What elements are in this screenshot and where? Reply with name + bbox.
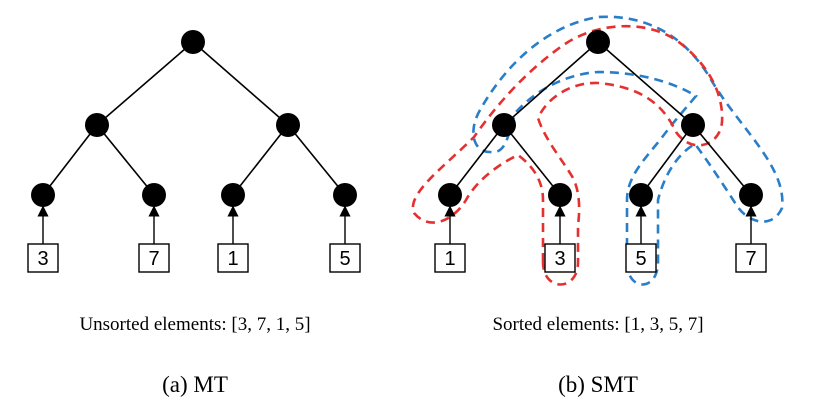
caption-a: Unsorted elements: [3, 7, 1, 5] — [79, 314, 310, 335]
node-b-leaf-4 — [739, 183, 763, 207]
element-box-b-4 — [735, 243, 767, 273]
edge-b-right-leaf4 — [692, 124, 752, 196]
edge-a-left-leaf2 — [96, 124, 155, 196]
edge-b-left-leaf2 — [503, 124, 561, 196]
node-b-leaf-3 — [629, 183, 653, 207]
element-box-b-2 — [544, 243, 576, 273]
element-label-b-1: 1 — [444, 248, 455, 270]
edge-b-right-leaf3 — [640, 124, 694, 196]
edge-b-root-right — [597, 41, 694, 126]
red-path-outline — [411, 24, 724, 286]
node-a-leaf-1 — [31, 183, 55, 207]
panel-a-tree: 3 7 1 5 Unsorted elements: [3, 7, 1, 5] … — [27, 30, 361, 397]
node-a-leaf-4 — [333, 183, 357, 207]
node-b-leaf-2 — [548, 183, 572, 207]
element-label-b-2: 3 — [554, 248, 565, 270]
node-a-internal-right — [276, 113, 300, 137]
node-a-leaf-2 — [142, 183, 166, 207]
element-box-a-4 — [329, 243, 361, 273]
caption-b: Sorted elements: [1, 3, 5, 7] — [492, 314, 703, 335]
sublabel-b: (b) SMT — [558, 372, 638, 397]
node-a-leaf-3 — [221, 183, 245, 207]
edge-b-left-leaf1 — [449, 124, 505, 196]
node-b-root — [586, 30, 610, 54]
element-box-b-3 — [625, 243, 657, 273]
element-box-a-1 — [27, 243, 59, 273]
edge-a-left-leaf1 — [42, 124, 98, 196]
element-label-a-2: 7 — [148, 248, 159, 270]
edge-a-right-leaf3 — [232, 124, 289, 196]
edge-b-root-left — [503, 41, 599, 126]
node-b-leaf-1 — [438, 183, 462, 207]
edge-a-root-left — [96, 41, 194, 126]
element-box-a-2 — [138, 243, 170, 273]
element-box-b-1 — [434, 243, 466, 273]
node-b-internal-left — [492, 113, 516, 137]
panel-b-tree: 1 3 5 7 Sorted elements: [1, 3, 5, 7] (b… — [411, 15, 784, 397]
node-a-internal-left — [85, 113, 109, 137]
sublabel-a: (a) MT — [162, 372, 228, 397]
blue-path-outline — [472, 15, 784, 286]
node-b-internal-right — [681, 113, 705, 137]
element-label-b-3: 5 — [635, 248, 646, 270]
element-label-a-3: 1 — [227, 248, 238, 270]
element-label-a-1: 3 — [37, 248, 48, 270]
edge-a-root-right — [192, 41, 289, 126]
edge-a-right-leaf4 — [287, 124, 346, 196]
node-a-root — [181, 30, 205, 54]
element-box-a-3 — [217, 243, 249, 273]
element-label-a-4: 5 — [339, 248, 350, 270]
element-label-b-4: 7 — [745, 248, 756, 270]
